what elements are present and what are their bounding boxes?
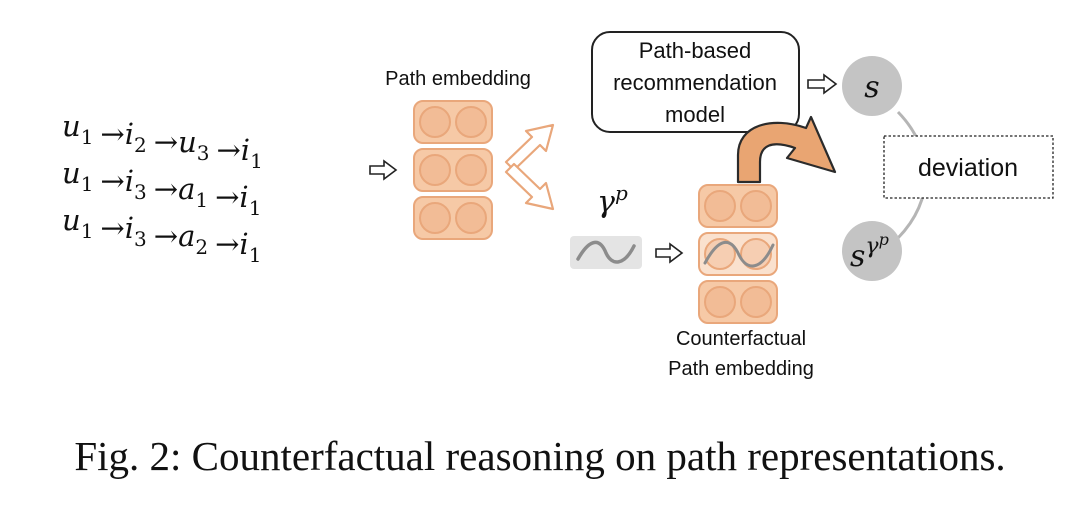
score-node: s <box>842 56 902 116</box>
gamma-base: γ <box>597 185 615 220</box>
cf-score-base: s <box>850 239 865 274</box>
path-embedding-label: Path embedding <box>385 68 531 90</box>
path-node-subscript: 1 <box>249 196 262 220</box>
hollow-arrow-icon <box>369 159 398 181</box>
path-node: i <box>125 211 134 245</box>
path-arrow: → <box>100 211 124 245</box>
counterfactual-label-line-2: Path embedding <box>668 358 814 380</box>
path-arrow: → <box>100 117 124 151</box>
path-node-subscript: 1 <box>81 172 94 196</box>
embedding-unit <box>419 154 451 186</box>
path-node: i <box>125 117 134 151</box>
path-node-subscript: 3 <box>197 141 210 165</box>
model-label-line-1: Path-based <box>639 38 752 63</box>
recommendation-model-box: Path-based recommendation model <box>591 31 800 133</box>
path-node-subscript: 3 <box>134 227 147 251</box>
embedding-unit <box>455 154 487 186</box>
cf-score-sup: p <box>879 230 889 249</box>
embedding-unit <box>704 238 736 270</box>
embedding-unit <box>455 202 487 234</box>
path-arrow: → <box>215 227 239 261</box>
cf-score-gamma: γ <box>865 234 879 259</box>
path-node-subscript: 2 <box>134 133 147 157</box>
path-embedding-stack <box>413 100 493 240</box>
deviation-box: deviation <box>883 135 1054 199</box>
counterfactual-score-label: sγp <box>850 230 889 274</box>
gamma-sup: p <box>615 181 628 205</box>
noise-wave-icon <box>570 236 642 269</box>
path-node-subscript: 1 <box>250 149 263 173</box>
embedding-unit <box>419 202 451 234</box>
path-arrow: → <box>216 133 240 167</box>
path-arrow: → <box>100 164 124 198</box>
path-list: u1→i2→u3→i1 u1→i3→a1→i1 u1→i3→a2→i1 <box>62 109 263 267</box>
path-node: i <box>241 133 250 167</box>
counterfactual-label-line-1: Counterfactual <box>676 328 806 350</box>
gamma-label: γp <box>597 181 628 220</box>
hollow-arrow-icon <box>807 73 838 95</box>
path-node-subscript: 1 <box>81 219 94 243</box>
path-node-subscript: 2 <box>195 235 208 259</box>
path-row-3: u1→i3→a2→i1 <box>62 203 261 267</box>
embedding-unit <box>740 190 772 222</box>
path-arrow: → <box>154 219 178 253</box>
embedding-unit <box>455 106 487 138</box>
path-arrow: → <box>154 172 178 206</box>
path-node: u <box>178 125 197 159</box>
path-arrow: → <box>154 125 178 159</box>
path-row-2: u1→i3→a1→i1 <box>62 156 261 220</box>
path-node: u <box>62 203 81 237</box>
split-arrow-icon <box>504 123 555 211</box>
embedding-unit <box>740 286 772 318</box>
figure-caption: Fig. 2: Counterfactual reasoning on path… <box>74 433 1005 479</box>
deviation-label: deviation <box>918 154 1018 182</box>
path-node-subscript: 3 <box>134 180 147 204</box>
embedding-unit <box>704 286 736 318</box>
path-node: a <box>178 219 195 253</box>
embedding-unit <box>704 190 736 222</box>
model-label-line-2: recommendation <box>613 70 777 95</box>
hollow-arrow-icon <box>655 242 684 264</box>
path-row-1: u1→i2→u3→i1 <box>62 109 263 173</box>
path-node-subscript: 1 <box>81 125 94 149</box>
embedding-unit <box>419 106 451 138</box>
path-node-subscript: 1 <box>195 188 208 212</box>
curved-arrow-icon <box>736 115 837 184</box>
model-label-line-3: model <box>665 102 725 127</box>
path-node: i <box>239 227 248 261</box>
perturbation-wave <box>703 241 775 268</box>
score-label: s <box>864 70 879 105</box>
path-node: a <box>178 172 195 206</box>
path-node: i <box>239 180 248 214</box>
counterfactual-score-node: sγp <box>842 221 902 281</box>
path-node: u <box>62 156 81 190</box>
path-arrow: → <box>215 180 239 214</box>
path-node: u <box>62 109 81 143</box>
counterfactual-embedding-stack <box>698 184 778 324</box>
path-node: i <box>125 164 134 198</box>
path-node-subscript: 1 <box>249 243 262 267</box>
